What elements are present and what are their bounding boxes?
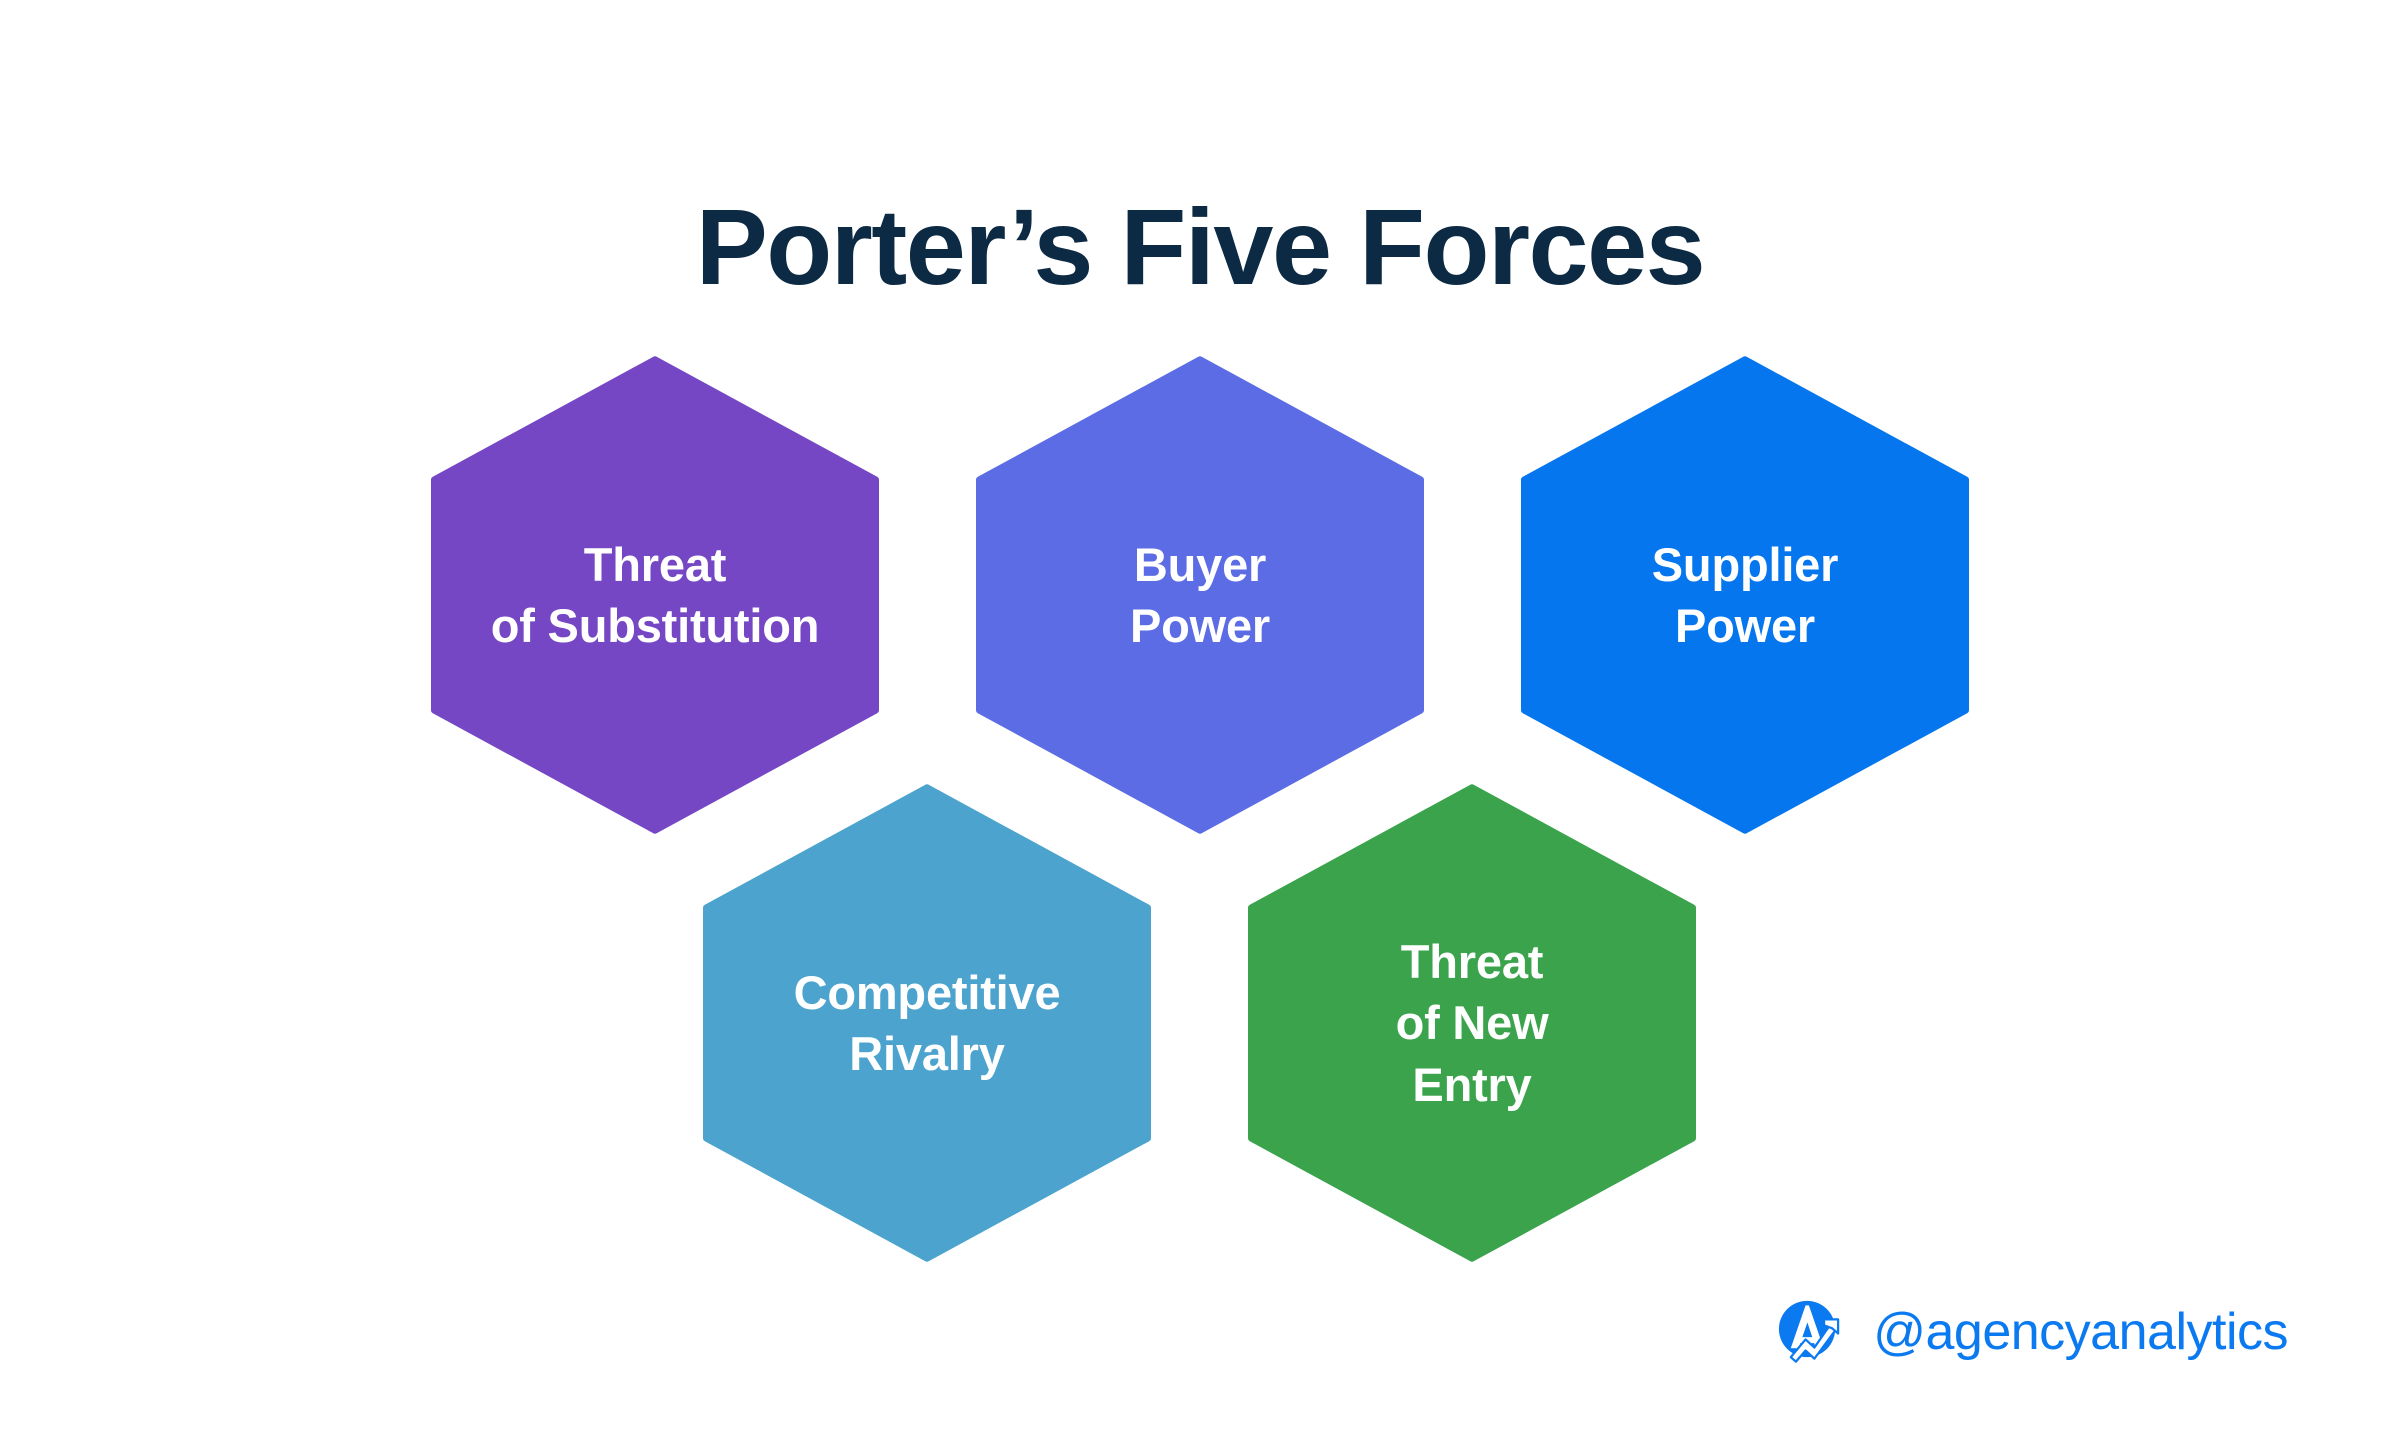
- hexagon-shape-icon: [410, 350, 900, 840]
- hexagon-shape-icon: [1227, 778, 1717, 1268]
- hexagon-shape-icon: [682, 778, 1172, 1268]
- agencyanalytics-logo-icon: [1779, 1300, 1840, 1363]
- hex-competitive-rivalry[interactable]: Competitive Rivalry: [682, 778, 1172, 1268]
- hexagon-shape-icon: [1500, 350, 1990, 840]
- hex-threat-of-new-entry[interactable]: Threat of New Entry: [1227, 778, 1717, 1268]
- hex-supplier-power[interactable]: Supplier Power: [1500, 350, 1990, 840]
- hex-label-buyer-power: Buyer Power: [1129, 537, 1271, 652]
- brand-footer[interactable]: @agencyanalytics: [1773, 1295, 2288, 1369]
- hex-threat-of-substitution[interactable]: Threat of Substitution: [410, 350, 900, 840]
- hex-label-supplier-power: Supplier Power: [1651, 537, 1839, 652]
- brand-handle-text: @agencyanalytics: [1873, 1303, 2288, 1361]
- hex-label-competitive-rivalry: Competitive Rivalry: [793, 965, 1061, 1080]
- page-title: Porter’s Five Forces: [695, 186, 1706, 308]
- hex-label-threat-of-substitution: Threat of Substitution: [490, 537, 820, 652]
- hex-buyer-power[interactable]: Buyer Power: [955, 350, 1445, 840]
- hexagon-shape-icon: [955, 350, 1445, 840]
- hex-label-threat-of-new-entry: Threat of New Entry: [1395, 935, 1549, 1111]
